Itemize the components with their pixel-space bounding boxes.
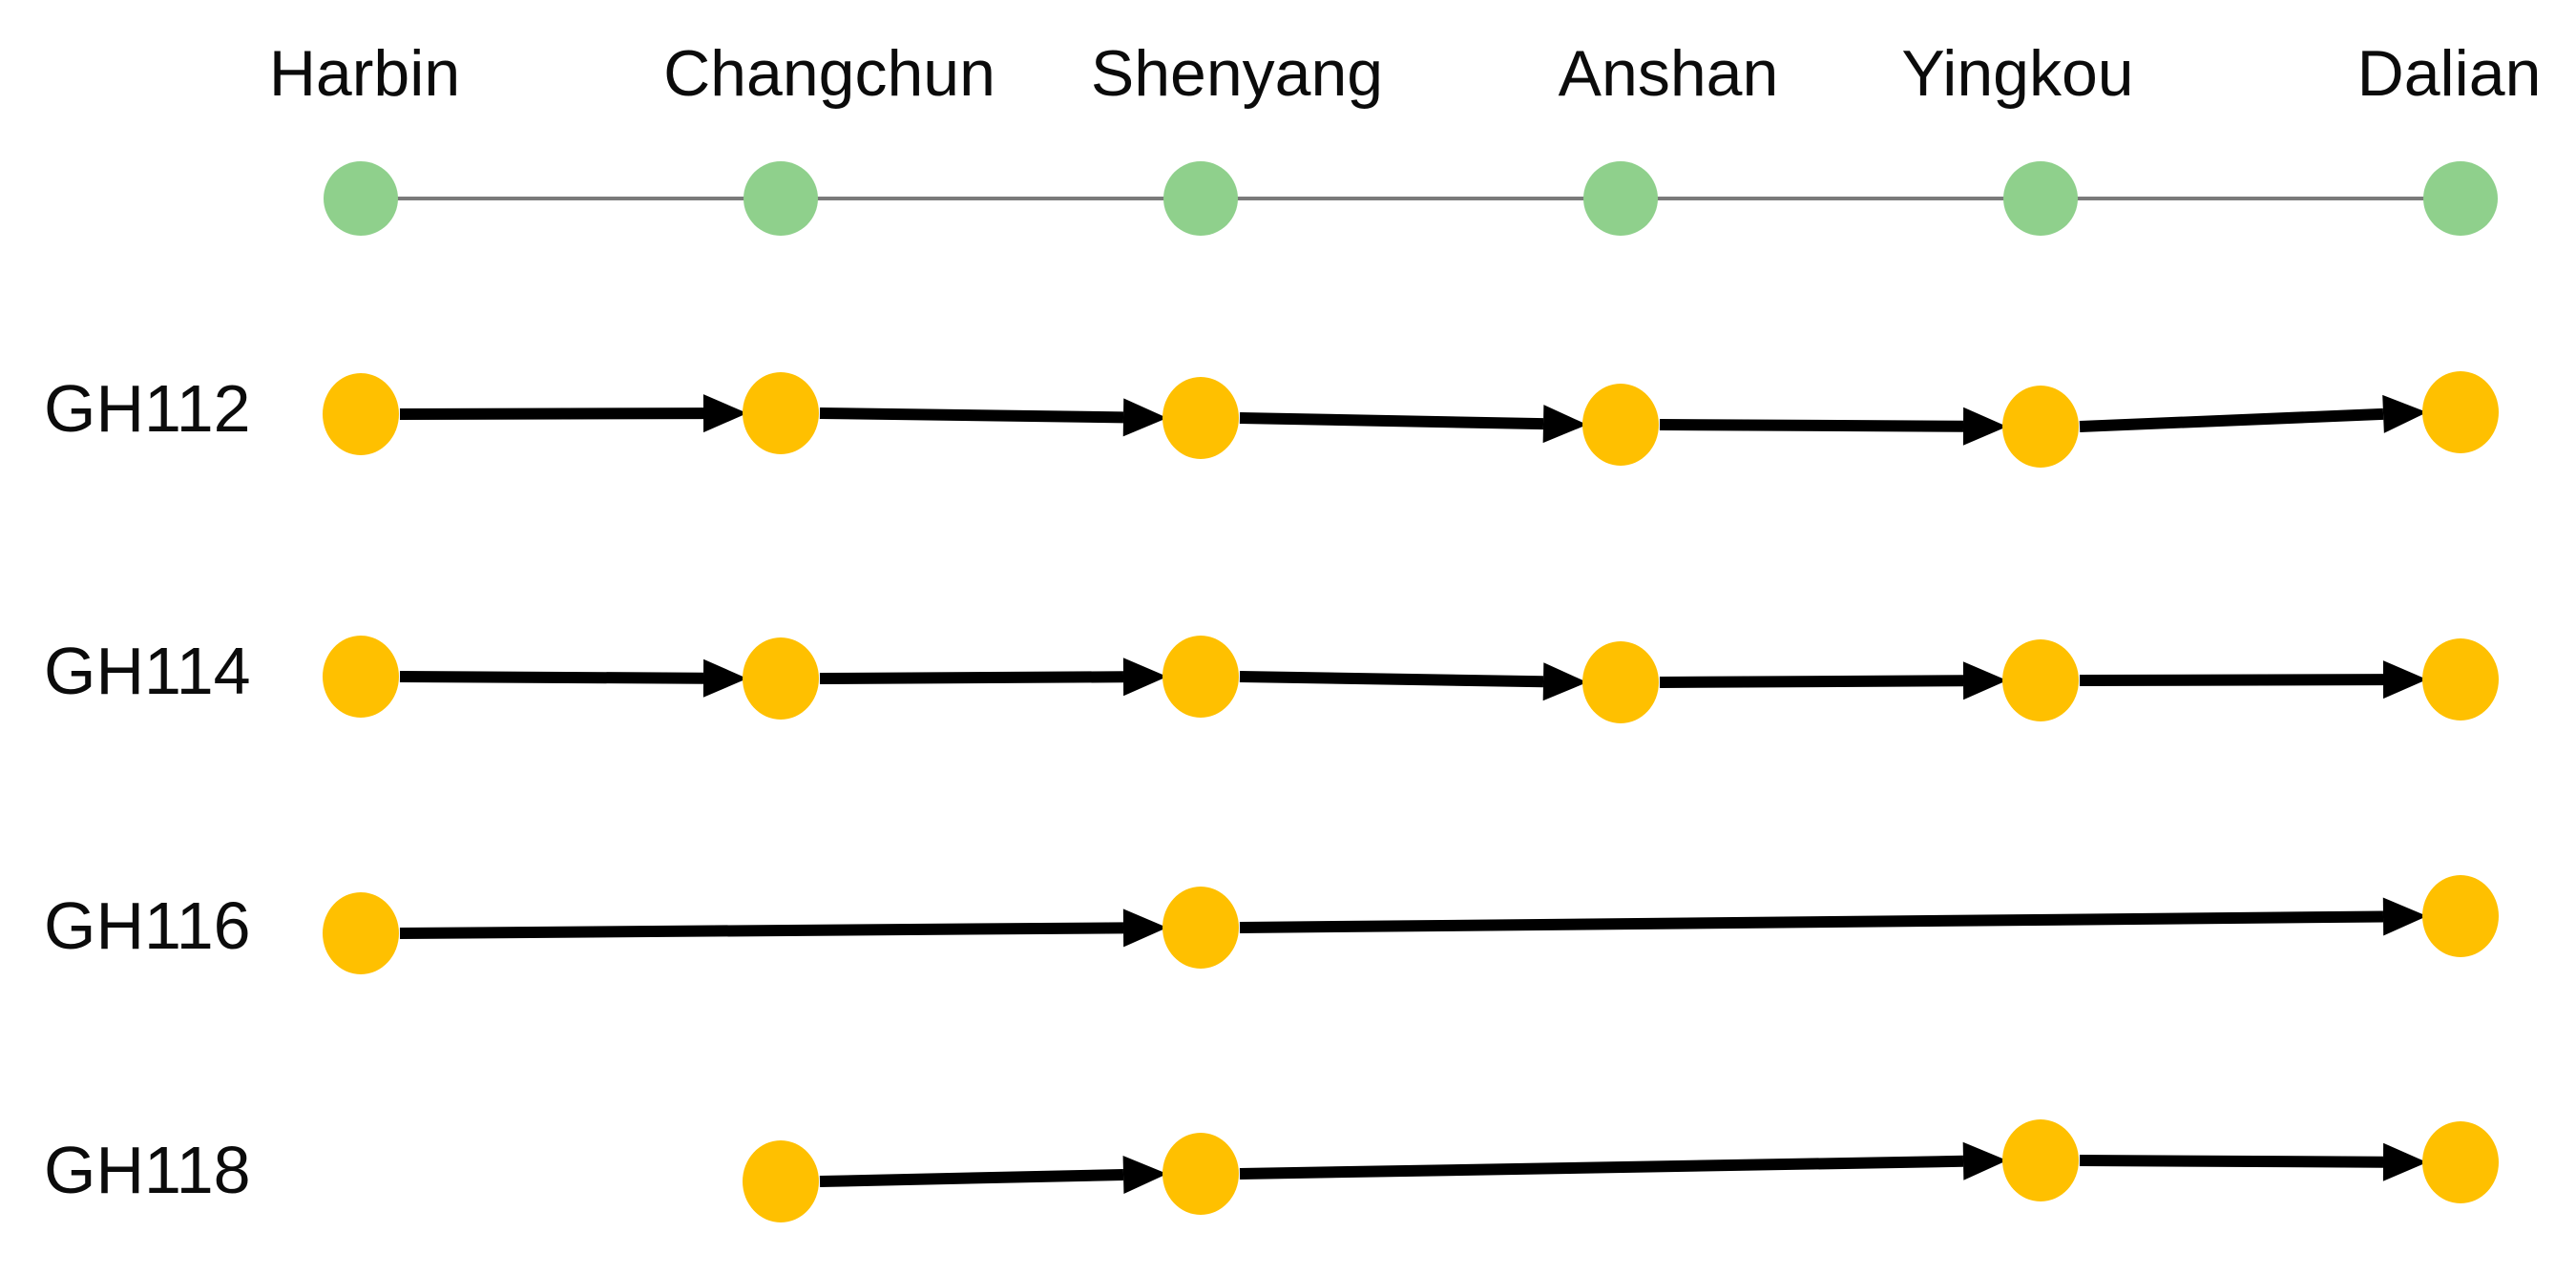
route-arrow-head-gh112 [702,394,747,433]
route-arrow-line-gh112 [1659,419,1964,432]
stop-node-gh112-harbin [323,373,399,455]
route-arrow-head-gh118 [2382,1142,2427,1181]
station-label-changchun: Changchun [663,37,995,110]
route-arrow-line-gh112 [819,407,1124,424]
route-arrow-line-gh112 [2079,407,2384,432]
route-arrow-head-gh116 [2382,897,2427,936]
stop-node-gh118-yingkou [2002,1119,2079,1201]
station-node-yingkou [2003,161,2078,236]
route-arrow-line-gh116 [399,922,1124,939]
stop-node-gh114-shenyang [1162,636,1239,718]
stop-node-gh112-shenyang [1162,377,1239,459]
station-node-changchun [743,161,818,236]
station-label-anshan: Anshan [1559,37,1779,110]
route-arrow-line-gh114 [399,671,704,684]
route-arrow-line-gh114 [1659,675,1964,688]
route-arrow-line-gh114 [2079,674,2384,686]
route-arrow-line-gh116 [1239,910,2384,933]
route-arrow-head-gh118 [1122,1156,1167,1195]
station-node-dalian [2423,161,2498,236]
route-arrow-head-gh118 [1962,1141,2007,1180]
stop-node-gh114-anshan [1582,641,1659,723]
station-node-harbin [324,161,398,236]
route-arrow-line-gh114 [1239,671,1544,688]
route-arrow-line-gh118 [2079,1155,2384,1168]
route-arrow-head-gh114 [2382,660,2427,700]
route-arrow-line-gh118 [819,1169,1124,1187]
stop-node-gh114-yingkou [2002,639,2079,721]
route-arrow-line-gh118 [1239,1155,1964,1180]
stop-node-gh118-dalian [2422,1121,2499,1203]
stop-node-gh112-yingkou [2002,386,2079,468]
stop-node-gh114-dalian [2422,638,2499,721]
route-arrow-line-gh114 [819,671,1124,684]
route-arrow-head-gh112 [1962,407,2007,446]
station-node-anshan [1583,161,1658,236]
route-arrow-head-gh112 [2382,394,2427,433]
route-arrow-head-gh114 [1122,658,1167,697]
train-label-gh114: GH114 [44,634,251,708]
station-node-shenyang [1163,161,1238,236]
station-label-yingkou: Yingkou [1901,37,2133,110]
stop-node-gh118-changchun [743,1140,819,1222]
stop-node-gh112-dalian [2422,371,2499,453]
stop-node-gh118-shenyang [1162,1133,1239,1215]
route-arrow-head-gh112 [1542,405,1587,444]
stop-node-gh116-dalian [2422,875,2499,957]
stop-node-gh114-changchun [743,637,819,720]
route-arrow-head-gh114 [702,658,747,698]
station-label-dalian: Dalian [2357,37,2542,110]
stop-node-gh116-shenyang [1162,887,1239,969]
stop-node-gh112-changchun [743,372,819,454]
stop-node-gh112-anshan [1582,384,1659,466]
stop-node-gh114-harbin [323,636,399,718]
route-arrow-line-gh112 [1239,412,1544,430]
train-label-gh112: GH112 [44,371,251,446]
route-arrow-line-gh112 [399,407,704,420]
route-arrow-head-gh114 [1542,662,1587,701]
train-label-gh118: GH118 [44,1133,251,1207]
route-arrow-head-gh116 [1122,909,1167,948]
station-label-shenyang: Shenyang [1091,37,1383,110]
route-arrow-head-gh112 [1122,398,1167,437]
train-label-gh116: GH116 [44,888,251,963]
stop-node-gh116-harbin [323,892,399,974]
route-arrow-head-gh114 [1962,661,2007,700]
station-label-harbin: Harbin [269,37,460,110]
